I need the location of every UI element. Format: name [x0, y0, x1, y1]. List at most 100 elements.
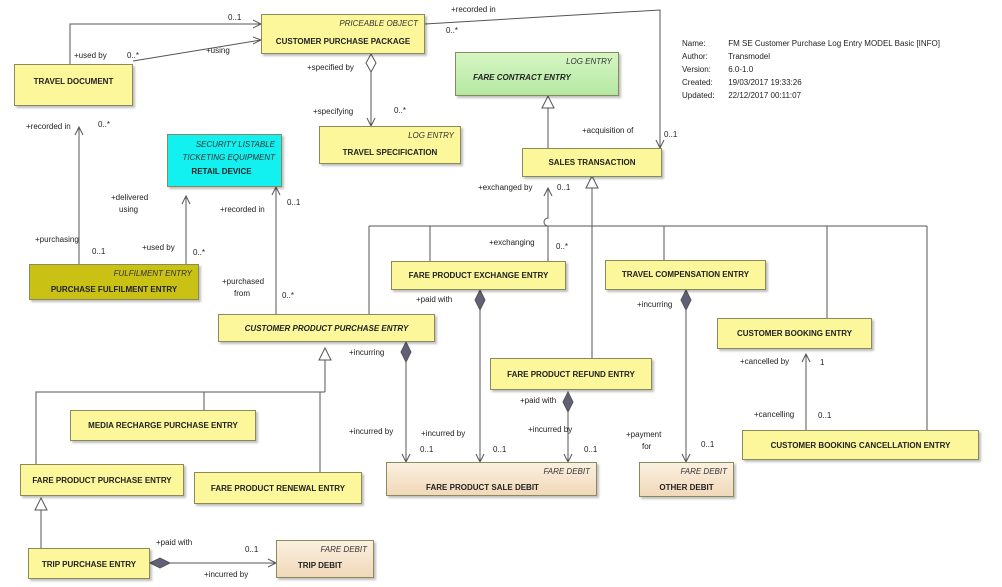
- class-name: TRIP PURCHASE ENTRY: [41, 560, 137, 569]
- role-label: +incurred by: [349, 427, 394, 436]
- class-other-debit[interactable]: FARE DEBIT OTHER DEBIT: [639, 462, 734, 497]
- role-label: +cancelled by: [740, 357, 790, 366]
- role-label: using: [119, 205, 139, 214]
- class-customer-booking-entry[interactable]: CUSTOMER BOOKING ENTRY: [717, 318, 872, 349]
- role-label: +purchased: [222, 277, 265, 286]
- info-created-label: Created:: [682, 78, 713, 87]
- role-label: 0..1: [584, 445, 598, 454]
- role-label: 0..*: [394, 106, 407, 115]
- gen-triangle-fare-contract: [541, 94, 555, 109]
- info-version: 6.0-1.0: [728, 65, 754, 74]
- role-label: +exchanged by: [478, 183, 533, 192]
- arrow-st-exchanged: [543, 186, 553, 197]
- role-label: 1: [820, 358, 825, 367]
- role-label: +incurred by: [204, 570, 249, 579]
- role-label: +delivered: [111, 193, 149, 202]
- stereotype: FULFILMENT ENTRY: [113, 269, 192, 278]
- role-label: 0..*: [193, 248, 206, 257]
- composition-diamond-trip: [148, 557, 172, 569]
- info-name-label: Name:: [682, 39, 706, 48]
- role-label: +incurred by: [421, 429, 466, 438]
- gen-triangle-cppe: [318, 346, 332, 361]
- class-travel-specification[interactable]: LOG ENTRY TRAVEL SPECIFICATION: [319, 126, 461, 164]
- class-name: SALES TRANSACTION: [548, 158, 636, 167]
- class-name: MEDIA RECHARGE PURCHASE ENTRY: [88, 421, 238, 430]
- class-fare-product-exchange-entry[interactable]: FARE PRODUCT EXCHANGE ENTRY: [391, 261, 566, 290]
- role-label: +specified by: [307, 63, 354, 72]
- class-trip-purchase-entry[interactable]: TRIP PURCHASE ENTRY: [28, 548, 150, 579]
- composition-diamond-compensation: [680, 288, 692, 312]
- role-label: +incurring: [349, 348, 385, 357]
- class-name: FARE CONTRACT ENTRY: [473, 73, 571, 82]
- role-label: +used by: [74, 51, 107, 60]
- composition-diamond-cppe: [400, 340, 412, 364]
- role-label: 0..1: [557, 183, 571, 192]
- class-customer-product-purchase-entry[interactable]: CUSTOMER PRODUCT PURCHASE ENTRY: [218, 314, 435, 342]
- class-name: FARE PRODUCT REFUND ENTRY: [507, 370, 635, 379]
- class-media-recharge-purchase-entry[interactable]: MEDIA RECHARGE PURCHASE ENTRY: [70, 410, 256, 441]
- role-label: +purchasing: [35, 235, 79, 244]
- role-label: +using: [206, 46, 230, 55]
- class-travel-document[interactable]: TRAVEL DOCUMENT: [14, 64, 133, 106]
- stereotype: PRICEABLE OBJECT: [339, 19, 418, 28]
- stereotype: FARE DEBIT: [680, 467, 727, 476]
- class-name: RETAIL DEVICE: [191, 167, 252, 176]
- assoc-travel-document-package: [69, 23, 261, 64]
- stereotype: FARE DEBIT: [543, 467, 590, 476]
- assoc-using: [132, 39, 262, 62]
- diagram-info: Name: FM SE Customer Purchase Log Entry …: [682, 37, 940, 102]
- class-name: CUSTOMER PURCHASE PACKAGE: [275, 37, 411, 46]
- role-label: 0..1: [245, 545, 259, 554]
- class-customer-booking-cancellation-entry[interactable]: CUSTOMER BOOKING CANCELLATION ENTRY: [742, 430, 979, 460]
- class-purchase-fulfilment-entry[interactable]: FULFILMENT ENTRY PURCHASE FULFILMENT ENT…: [29, 264, 199, 300]
- role-label: +specifying: [313, 107, 354, 116]
- class-fare-product-renewal-entry[interactable]: FARE PRODUCT RENEWAL ENTRY: [194, 472, 362, 504]
- class-customer-purchase-package[interactable]: PRICEABLE OBJECT CUSTOMER PURCHASE PACKA…: [261, 14, 425, 54]
- role-label: +cancelling: [754, 410, 795, 419]
- class-name: FARE PRODUCT EXCHANGE ENTRY: [408, 271, 549, 280]
- assoc-exchanged-by: [543, 188, 549, 261]
- class-name: TRAVEL DOCUMENT: [33, 77, 114, 86]
- info-version-label: Version:: [682, 65, 711, 74]
- class-name: FARE PRODUCT RENEWAL ENTRY: [210, 484, 346, 493]
- role-label: 0..1: [228, 13, 242, 22]
- class-retail-device[interactable]: SECURITY LISTABLE TICKETING EQUIPMENT RE…: [167, 134, 282, 187]
- stereotype-line-2: TICKETING EQUIPMENT: [182, 153, 275, 162]
- arrow-booking: [801, 352, 811, 363]
- class-name: TRAVEL SPECIFICATION: [342, 148, 438, 157]
- role-label: from: [234, 289, 250, 298]
- role-label: +exchanging: [489, 238, 535, 247]
- stereotype: FARE DEBIT: [320, 545, 367, 554]
- class-name: CUSTOMER BOOKING CANCELLATION ENTRY: [770, 441, 951, 450]
- role-label: 0..*: [282, 291, 295, 300]
- class-fare-product-refund-entry[interactable]: FARE PRODUCT REFUND ENTRY: [490, 358, 652, 390]
- role-label: +payment: [626, 430, 662, 439]
- class-fare-product-sale-debit[interactable]: FARE DEBIT FARE PRODUCT SALE DEBIT: [386, 462, 597, 496]
- info-updated: 22/12/2017 00:11:07: [728, 91, 802, 100]
- role-label: 0..1: [420, 445, 434, 454]
- class-name: CUSTOMER BOOKING ENTRY: [736, 329, 853, 338]
- role-label: 0..1: [818, 411, 832, 420]
- stereotype: LOG ENTRY: [408, 131, 454, 140]
- role-label: +recorded in: [26, 122, 71, 131]
- info-author-label: Author:: [682, 52, 708, 61]
- gen-triangle-sales-transaction: [585, 174, 599, 189]
- class-trip-debit[interactable]: FARE DEBIT TRIP DEBIT: [276, 540, 374, 578]
- role-label: +used by: [142, 243, 175, 252]
- class-travel-compensation-entry[interactable]: TRAVEL COMPENSATION ENTRY: [605, 260, 766, 290]
- info-author: Transmodel: [728, 52, 771, 61]
- class-name: CUSTOMER PRODUCT PURCHASE ENTRY: [244, 324, 409, 333]
- class-fare-contract-entry[interactable]: LOG ENTRY FARE CONTRACT ENTRY: [455, 52, 619, 96]
- class-fare-product-purchase-entry[interactable]: FARE PRODUCT PURCHASE ENTRY: [20, 464, 184, 496]
- arrow-retail-device-2: [271, 185, 281, 196]
- class-sales-transaction[interactable]: SALES TRANSACTION: [522, 148, 662, 177]
- stereotype: SECURITY LISTABLE TICKETING EQUIPMENT: [183, 138, 275, 164]
- role-label: +acquisition of: [582, 126, 634, 135]
- info-created: 19/03/2017 19:33:26: [728, 78, 802, 87]
- arrow-retail-device: [181, 194, 191, 205]
- role-label: +paid with: [416, 295, 453, 304]
- class-name: FARE PRODUCT PURCHASE ENTRY: [32, 476, 172, 485]
- role-label: 0..1: [493, 445, 507, 454]
- stereotype-line-1: SECURITY LISTABLE: [195, 140, 275, 149]
